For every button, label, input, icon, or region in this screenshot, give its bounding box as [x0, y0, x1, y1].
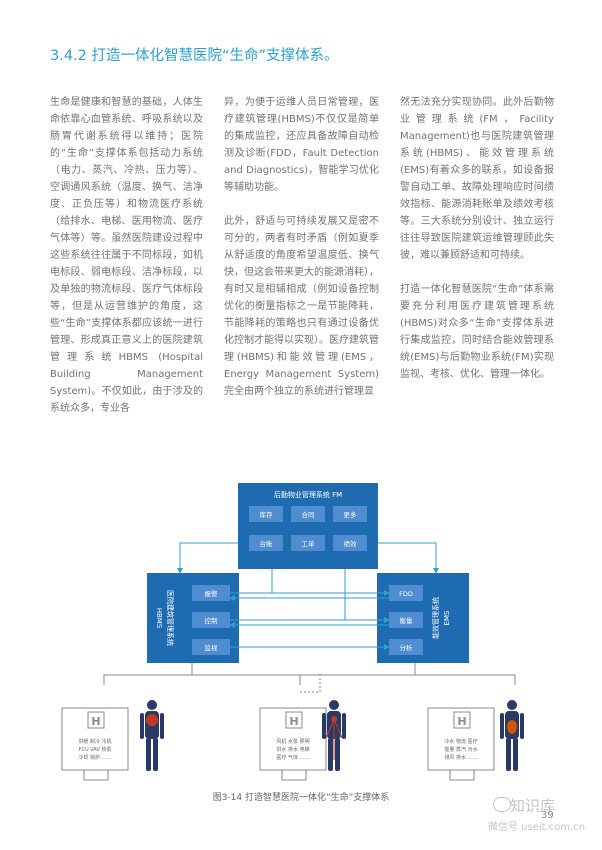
wechat-icon: [493, 797, 511, 812]
building-label: 冷却 锅炉 ……: [78, 754, 111, 761]
paragraph: 然无法充分实现协同。此外后勤物业管理系统(FM，Facility Managem…: [400, 97, 554, 261]
hbms-item-label: 报警: [205, 589, 219, 598]
ems-item-label: 分析: [400, 643, 414, 652]
hbms-item-label: 控制: [205, 616, 219, 625]
hbms-items: 报警 控制 监视: [192, 585, 230, 655]
building-connectors: [103, 663, 516, 693]
body-figure-2: [322, 700, 346, 771]
watermark-subtitle: 微信号 useit.com.cn: [488, 822, 586, 833]
fm-item-label: 库存: [260, 510, 274, 519]
text-column-2: 异，为便于运维人员日常管理，医疗建筑管理(HBMS)不仅仅是简单的集成监控，还应…: [224, 94, 379, 417]
hbms-title: 医院建筑管理系统: [166, 590, 175, 646]
fm-item-label: 更多: [344, 510, 358, 519]
ems-item-label: FDD: [399, 590, 413, 598]
body-figure-3: [500, 700, 524, 771]
building-3: H 冷水 物流 医疗 能量 蒸汽 污水 排风 排水 ……: [427, 707, 495, 781]
building-label: 能量 蒸汽 污水: [444, 746, 477, 753]
paragraph: 异，为便于运维人员日常管理，医疗建筑管理(HBMS)不仅仅是简单的集成监控，还应…: [224, 97, 379, 193]
text-column-3: 然无法充分实现协同。此外后勤物业管理系统(FM，Facility Managem…: [400, 94, 554, 400]
building-1: H 供暖 制冷 冷机 FCU VAV 热泵 冷却 锅炉 ……: [61, 707, 129, 781]
building-label: 医疗 气体 ……: [276, 754, 309, 761]
ems-abbr: EMS: [443, 610, 451, 625]
ems-item-label: 衡量: [400, 616, 414, 625]
svg-text:H: H: [91, 715, 100, 728]
fm-item-label: 合同: [302, 510, 315, 519]
building-label: 冷水 物流 医疗: [444, 738, 477, 745]
section-heading: 3.4.2 打造一体化智慧医院“生命”支撑体系。: [50, 48, 339, 64]
svg-text:H: H: [289, 715, 298, 728]
fm-item-label: 绩效: [344, 539, 358, 548]
building-label: 排风 排水 ……: [444, 754, 477, 761]
building-label: 供水 排水 电梯: [276, 746, 309, 753]
hbms-abbr: HBMS: [155, 608, 163, 629]
paragraph: 此外，舒适与可持续发展又是密不可分的，两者有时矛盾（例如夏季从舒适度的角度希望温…: [224, 216, 379, 397]
fm-block: [238, 483, 378, 569]
fm-title: 后勤物业管理系统 FM: [274, 490, 342, 499]
hbms-item-label: 监视: [205, 643, 219, 652]
building-2: H 风机 水泵 照明 供水 排水 电梯 医疗 气体 ……: [259, 707, 327, 781]
system-diagram: 后勤物业管理系统 FM 库存 合同 更多 台账 工单 绩效 医院建筑管理系统 H…: [61, 483, 524, 781]
fm-item-label: 工单: [302, 539, 316, 548]
paragraph: 生命是健康和智慧的基础，人体生命依靠心血管系统、呼吸系统以及肠胃代谢系统得以维持…: [50, 97, 203, 414]
fm-item-label: 台账: [260, 539, 274, 548]
body-figure-1: [140, 700, 164, 771]
paragraph: 打造一体化智慧医院“生命”体系需要充分利用医疗建筑管理系统(HBMS)对众多“生…: [400, 284, 554, 380]
ems-title: 能效管理系统: [431, 597, 440, 639]
svg-text:H: H: [457, 715, 466, 728]
text-column-1: 生命是健康和智慧的基础，人体生命依靠心血管系统、呼吸系统以及肠胃代谢系统得以维持…: [50, 94, 203, 434]
watermark-brand: 知识库: [510, 797, 556, 815]
connector-lines: [177, 542, 439, 650]
figure-caption: 图3-14 打造智慧医院一体化“生命”支撑体系: [212, 793, 390, 803]
building-label: FCU VAV 热泵: [79, 746, 112, 753]
page-number: 39: [541, 810, 554, 821]
building-label: 风机 水泵 照明: [276, 738, 309, 745]
ems-items: FDD 衡量 分析: [389, 585, 423, 655]
fm-items: 库存 合同 更多 台账 工单 绩效: [249, 506, 367, 551]
building-label: 供暖 制冷 冷机: [78, 738, 111, 745]
